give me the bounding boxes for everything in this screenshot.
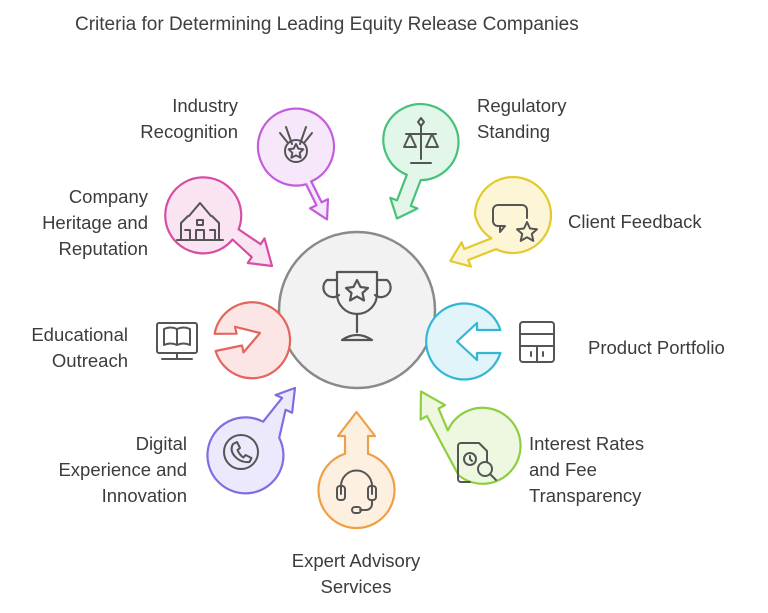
criterion-client-feedback: [449, 175, 553, 268]
label-product-portfolio: Product Portfolio: [588, 335, 763, 361]
label-line: and Fee: [529, 459, 597, 480]
label-line: Product Portfolio: [588, 337, 725, 358]
phone-icon: [223, 434, 259, 470]
medal-icon: [279, 126, 313, 163]
label-line: Experience and: [58, 459, 187, 480]
label-line: Recognition: [140, 121, 238, 142]
label-expert-advisory: Expert Advisory Services: [256, 548, 456, 600]
criterion-company-heritage: [164, 176, 274, 268]
label-line: Expert Advisory: [291, 550, 421, 571]
label-line: Heritage and: [42, 212, 148, 233]
label-interest-rates: Interest Rates and Fee Transparency: [529, 431, 709, 509]
label-line: Innovation: [101, 485, 187, 506]
label-line: Educational: [31, 324, 128, 345]
label-line: Industry: [172, 95, 238, 116]
center-trophy: [277, 230, 437, 390]
feedback-star-icon: [492, 204, 538, 242]
label-line: Interest Rates: [529, 433, 645, 454]
criterion-educational-outreach: [156, 301, 292, 380]
label-digital-experience: Digital Experience and Innovation: [10, 431, 187, 509]
house-icon: [176, 202, 224, 241]
label-regulatory-standing: Regulatory Standing: [477, 93, 657, 145]
cabinet-icon: [519, 321, 555, 363]
headset-icon: [336, 469, 377, 514]
label-educational-outreach: Educational Outreach: [0, 322, 128, 374]
criterion-digital-experience: [206, 386, 297, 495]
criterion-expert-advisory: [317, 410, 396, 530]
label-company-heritage: Company Heritage and Reputation: [0, 184, 148, 262]
criterion-product-portfolio: [425, 302, 555, 381]
label-industry-recognition: Industry Recognition: [60, 93, 238, 145]
criterion-industry-recognition: [256, 107, 335, 221]
label-line: Services: [320, 576, 392, 597]
label-line: Digital: [135, 433, 187, 454]
label-line: Transparency: [529, 485, 642, 506]
criterion-regulatory-standing: [382, 103, 460, 220]
label-line: Client Feedback: [568, 211, 702, 232]
label-line: Outreach: [51, 350, 128, 371]
label-line: Reputation: [58, 238, 148, 259]
label-client-feedback: Client Feedback: [568, 209, 758, 235]
label-line: Regulatory: [477, 95, 567, 116]
criterion-interest-rates: [419, 390, 522, 485]
trophy-star-icon: [322, 270, 392, 342]
diagram-title: Criteria for Determining Leading Equity …: [75, 14, 579, 35]
document-search-icon: [457, 442, 497, 483]
monitor-book-icon: [156, 322, 198, 360]
label-line: Standing: [477, 121, 551, 142]
scales-icon: [403, 117, 439, 164]
label-line: Company: [68, 186, 148, 207]
